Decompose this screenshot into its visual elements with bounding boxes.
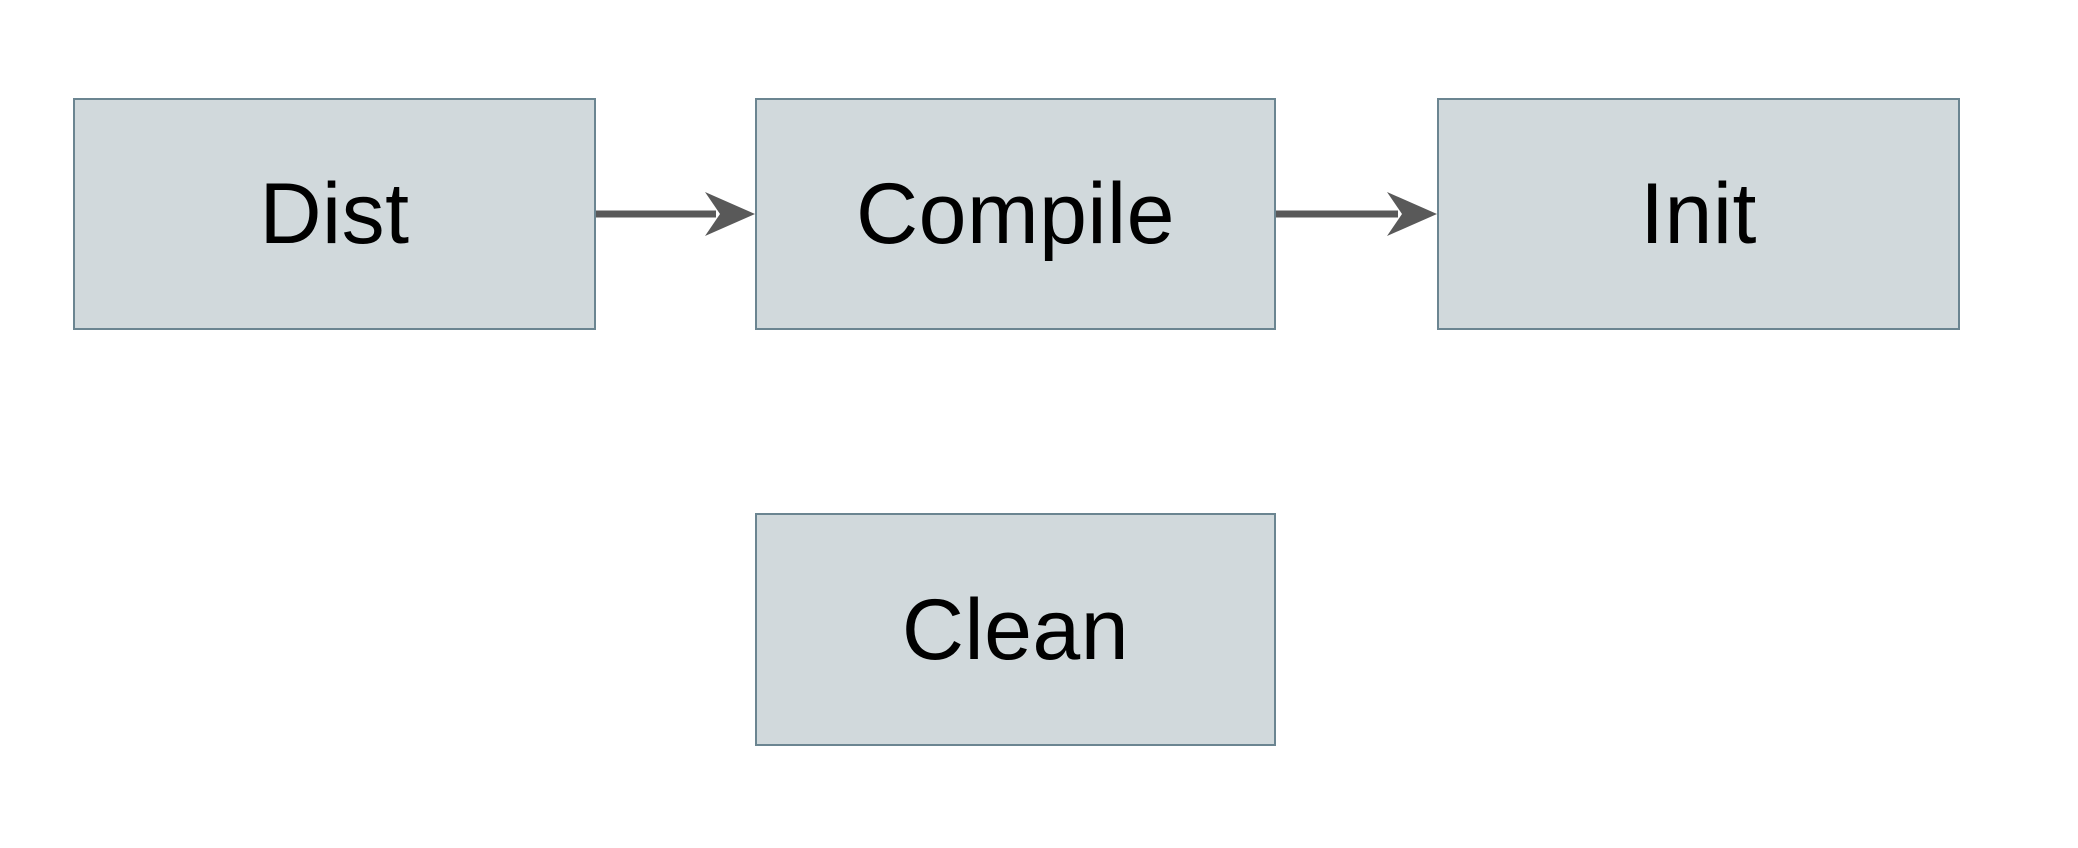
- node-dist[interactable]: Dist: [73, 98, 596, 330]
- node-compile[interactable]: Compile: [755, 98, 1276, 330]
- arrow-dist-to-compile[interactable]: [596, 184, 755, 244]
- arrowhead-icon: [705, 192, 755, 236]
- node-dist-label: Dist: [259, 166, 410, 262]
- arrow-compile-to-init[interactable]: [1276, 184, 1437, 244]
- node-clean-label: Clean: [901, 581, 1130, 678]
- node-init[interactable]: Init: [1437, 98, 1960, 330]
- node-clean[interactable]: Clean: [755, 513, 1276, 746]
- arrowhead-icon: [1387, 192, 1437, 236]
- node-init-label: Init: [1640, 166, 1757, 262]
- node-compile-label: Compile: [856, 166, 1175, 262]
